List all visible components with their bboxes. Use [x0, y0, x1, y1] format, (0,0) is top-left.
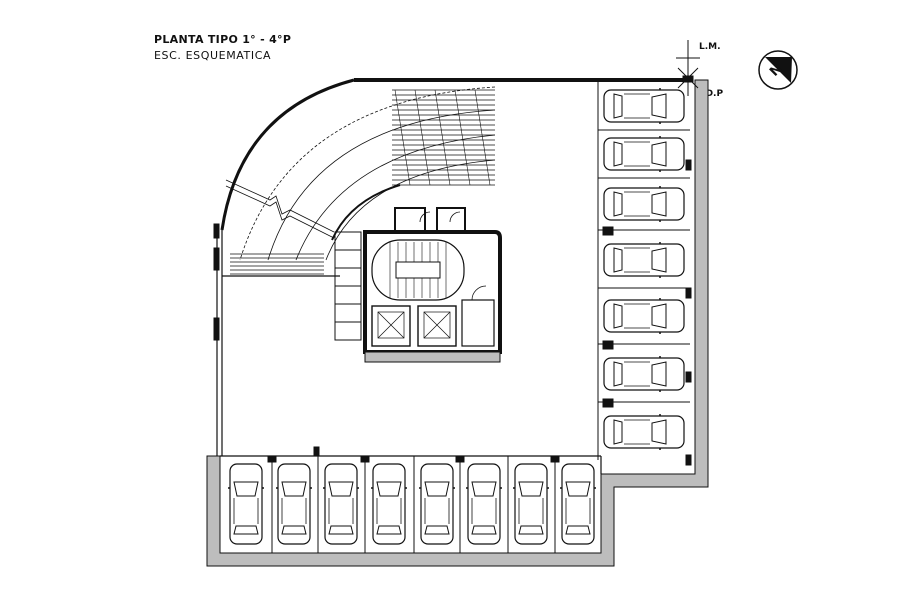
- parked-car: [603, 135, 685, 173]
- right-parking-cars: [603, 87, 685, 451]
- lm-label: L.M.: [699, 42, 721, 52]
- north-compass-icon: N: [758, 50, 798, 90]
- parked-car: [603, 413, 685, 451]
- parked-car: [227, 463, 265, 545]
- parked-car: [512, 463, 550, 545]
- service-core: [334, 207, 502, 363]
- parked-car: [275, 463, 313, 545]
- plan-scale-note: ESC. ESQUEMATICA: [154, 49, 272, 62]
- lm-edp-marker: [676, 40, 700, 96]
- parked-car: [603, 87, 685, 125]
- parked-car: [603, 355, 685, 393]
- building-outline: [213, 78, 686, 474]
- parked-car: [418, 463, 456, 545]
- edp-label: E.D.P: [696, 89, 724, 99]
- parked-car: [559, 463, 597, 545]
- parked-car: [603, 185, 685, 223]
- curved-ramp: [225, 86, 496, 275]
- right-parking-bays: [597, 80, 692, 466]
- parked-car: [322, 463, 360, 545]
- parked-car: [603, 297, 685, 335]
- parked-car: [603, 241, 685, 279]
- plan-title: PLANTA TIPO 1° - 4°P: [154, 33, 292, 46]
- bottom-parking-cars: [227, 463, 597, 545]
- parked-car: [465, 463, 503, 545]
- bottom-parking-bays: [267, 455, 560, 553]
- parked-car: [370, 463, 408, 545]
